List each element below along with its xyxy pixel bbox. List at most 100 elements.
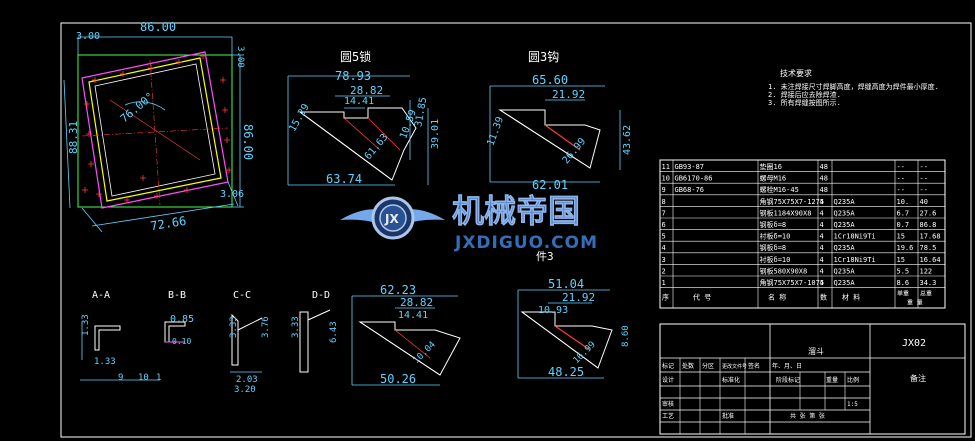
square-dim-width: 86.00 xyxy=(140,20,176,34)
section-label-c: C-C xyxy=(233,290,251,301)
section-dim-2: 9 xyxy=(118,373,123,383)
hex-dim-2: 14.41 xyxy=(344,96,374,107)
parts-row-9-qty: 48 xyxy=(820,186,828,194)
tb-row2-3: 标准化 xyxy=(722,376,740,384)
parts-row-9-code: GB68-76 xyxy=(675,186,705,194)
parts-row-3-qty: 4 xyxy=(820,256,824,264)
hex-dim-8: 63.74 xyxy=(326,172,362,186)
section-dim-4: 1 xyxy=(156,373,161,383)
tb-row1-4: 签名 xyxy=(748,362,760,370)
tb-scale: 1:5 xyxy=(847,401,858,408)
tb-row1-3: 更改文件号 xyxy=(722,363,747,370)
watermark-en: JXDIGUO.COM xyxy=(454,233,598,253)
parts-row-4-mat: Q235A xyxy=(834,244,856,252)
section-dim-11: 2.03 xyxy=(236,375,258,385)
parts-row-5-qty: 4 xyxy=(820,233,824,241)
parts-row-9-w2: -- xyxy=(920,186,928,194)
title-remark: 备注 xyxy=(910,373,926,383)
parts-row-1-no: 1 xyxy=(662,279,666,287)
tb-row1-0: 标记 xyxy=(662,362,674,370)
section-dim-0: 1.33 xyxy=(81,314,91,336)
parts-row-10-w2: -- xyxy=(920,175,928,183)
parts-row-5-w1: 15 xyxy=(897,233,905,241)
parts-header-name: 名 称 xyxy=(768,293,786,302)
section-dim-5: 0.85 xyxy=(170,314,194,325)
parts-row-11-code: GB93-87 xyxy=(675,163,705,171)
parts-row-7-qty: 4 xyxy=(820,209,824,217)
parts-row-6-w2: 86.8 xyxy=(920,221,937,229)
parts-row-10-name: 螺母M16 xyxy=(760,174,787,183)
section-dim-3: 10 xyxy=(138,373,149,383)
lower-tri-dim-1: 21.92 xyxy=(562,291,595,304)
hex-view-label: 圆5锁 xyxy=(340,49,371,64)
parts-row-2-mat: Q235A xyxy=(834,267,856,275)
parts-row-7-w2: 27.6 xyxy=(920,209,937,217)
square-dim-diagonal: 88.31 xyxy=(67,121,80,154)
tb-row2-6: 重量 xyxy=(826,376,838,384)
parts-row-5-w2: 17.68 xyxy=(920,233,941,241)
section-dim-6: 0.10 xyxy=(172,337,191,346)
parts-row-1-w1: 8.6 xyxy=(897,279,910,287)
section-dim-8: 3.76 xyxy=(261,316,271,338)
parts-row-8-name: 角钢75X75X7-1275 xyxy=(760,197,825,206)
parts-row-7-mat: Q235A xyxy=(834,209,856,217)
section-label-b: B-B xyxy=(168,290,186,301)
parts-row-8-w1: 10. xyxy=(897,198,910,206)
parts-header-no: 序 xyxy=(662,293,669,302)
section-dim-12: 3.20 xyxy=(234,385,256,395)
parts-row-11-w2: -- xyxy=(920,163,928,171)
square-dim-bottom: 72.66 xyxy=(149,214,187,233)
parts-row-11-w1: -- xyxy=(897,163,905,171)
tri-dim-4: 43.62 xyxy=(622,125,633,155)
section-label-a: A-A xyxy=(92,290,110,301)
parts-row-3-no: 3 xyxy=(662,256,666,264)
tb-row4-3: 批准 xyxy=(722,412,734,420)
tb-row2-7: 比例 xyxy=(847,376,859,384)
parts-row-7-name: 钢板1184X90X8 xyxy=(760,208,812,217)
parts-row-1-w2: 34.3 xyxy=(920,279,937,287)
lower-hex-label: 件3 xyxy=(536,250,554,263)
parts-header-weight: 重 量 xyxy=(907,299,923,307)
parts-row-11-qty: 48 xyxy=(820,163,828,171)
parts-row-7-no: 7 xyxy=(662,209,666,217)
parts-row-10-qty: 48 xyxy=(820,175,828,183)
section-label-d: D-D xyxy=(312,290,330,301)
parts-row-11-no: 11 xyxy=(662,163,670,171)
parts-row-2-no: 2 xyxy=(662,267,666,275)
parts-row-1-qty: 4 xyxy=(820,279,824,287)
section-dim-7: 3.33 xyxy=(229,316,239,338)
tb-row1-5: 年、月、日 xyxy=(772,362,802,370)
parts-row-11-name: 垫圈16 xyxy=(760,162,782,171)
parts-row-10-code: GB6170-86 xyxy=(675,175,713,183)
notes-heading: 技术要求 xyxy=(780,68,812,78)
tri-dim-5: 62.01 xyxy=(532,178,568,192)
parts-row-8-no: 8 xyxy=(662,198,666,206)
parts-row-6-no: 6 xyxy=(662,221,666,229)
tb-row2-5: 阶段标记 xyxy=(776,376,800,384)
square-dim-offset-right: 3.00 xyxy=(235,46,245,68)
square-dim-corner: 3.06 xyxy=(220,189,244,200)
drawing-border xyxy=(60,22,972,438)
hex-view: 圆5锁 78.93 28.82 14.41 15.29 61.63 10.59 … xyxy=(287,49,441,186)
section-dim-9: 3.33 xyxy=(291,316,301,338)
lower-hex-view: 62.23 28.82 14.41 10.04 50.26 件3 xyxy=(351,250,554,386)
parts-row-10-w1: -- xyxy=(897,175,905,183)
square-dim-offset-top: 3.00 xyxy=(76,31,100,42)
drawing-name: 溜斗 xyxy=(808,346,824,356)
parts-row-2-w1: 5.5 xyxy=(897,267,910,275)
watermark-cn: 机械帝国 xyxy=(452,192,580,230)
parts-row-6-name: 钢板δ=8 xyxy=(760,220,787,229)
lower-tri-dim-5: 48.25 xyxy=(548,365,584,379)
parts-header-mat: 材 料 xyxy=(842,293,860,302)
parts-row-9-no: 9 xyxy=(662,186,666,194)
tb-row3-0: 审核 xyxy=(662,400,674,408)
parts-row-4-name: 钢板δ=8 xyxy=(760,243,787,252)
parts-row-5-mat: 1Cr18Ni9Ti xyxy=(834,233,876,241)
parts-row-4-w1: 19.6 xyxy=(897,244,914,252)
tb-row2-0: 设计 xyxy=(662,376,674,384)
title-block: JX02 溜斗 备注 标记 处数 分区 更改文件号 签名 年、月、日 设计 标准… xyxy=(659,323,966,435)
notes-line-3: 3. 所有焊缝按图所示. xyxy=(768,98,841,107)
parts-row-3-w1: 15 xyxy=(897,256,905,264)
